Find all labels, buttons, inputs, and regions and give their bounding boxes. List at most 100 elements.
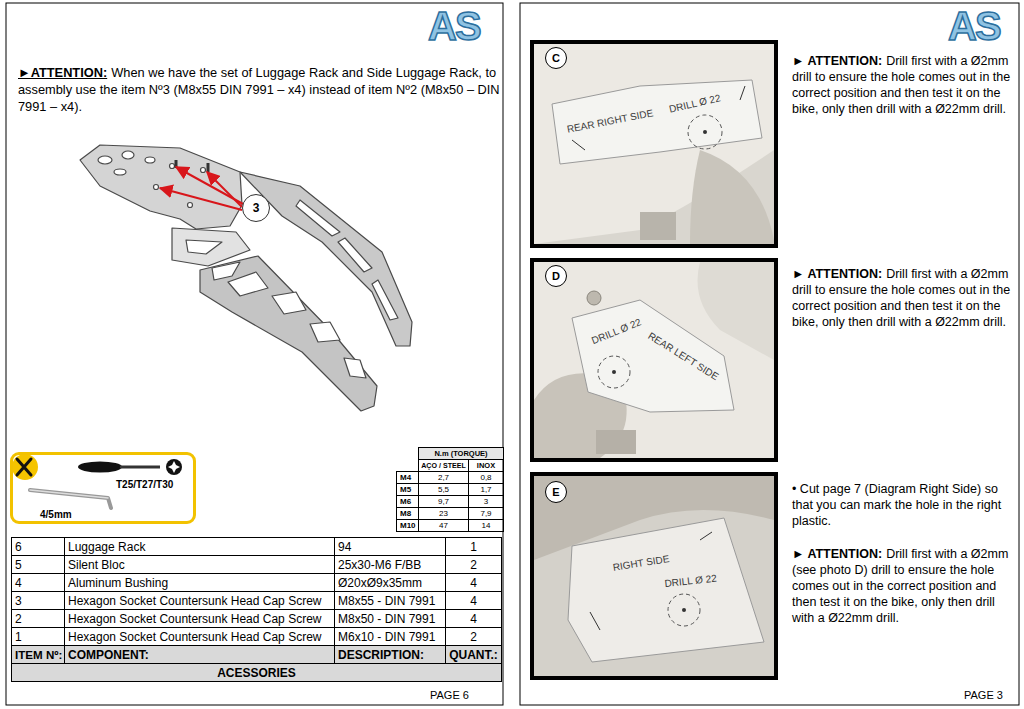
node-text: E <box>552 486 559 498</box>
tool-box: T25/T27/T30 4/5mm <box>10 452 196 524</box>
instruction: ► ATTENTION:Drill first with a Ø2mm (see… <box>792 546 1014 626</box>
logo: AS <box>428 4 480 48</box>
cell-text: 25x30-M6 F/BB <box>338 558 421 572</box>
cell-text: M6 <box>400 497 411 506</box>
table-header: QUANT.: <box>445 645 502 664</box>
photo-letter: D <box>545 265 567 287</box>
cell-text: 1 <box>15 630 22 644</box>
table-cell: 4 <box>445 591 502 610</box>
cell-text: Hexagon Socket Countersunk Head Cap Scre… <box>68 630 321 644</box>
cell-text: 4 <box>470 594 477 608</box>
photo-letter: C <box>545 47 567 69</box>
cell-text: Aluminum Bushing <box>68 576 168 590</box>
table-cell: M8x50 - DIN 7991 <box>334 609 446 628</box>
cell-text: Hexagon Socket Countersunk Head Cap Scre… <box>68 612 321 626</box>
cell-text: 5 <box>15 558 22 572</box>
node-text: 3 <box>253 201 260 215</box>
cell-text: M8x50 - DIN 7991 <box>338 612 435 626</box>
table-cell: 25x30-M6 F/BB <box>334 555 446 574</box>
cell-text: M8x55 - DIN 7991 <box>338 594 435 608</box>
label-text: AS <box>948 4 1000 48</box>
table-cell: 3 <box>11 591 65 610</box>
cell-text: COMPONENT: <box>68 648 149 662</box>
attention-heading: ► ATTENTION: <box>792 267 882 281</box>
label-text: AS <box>428 4 480 48</box>
cell-text: 9,7 <box>438 497 449 506</box>
cell-text: 3 <box>15 594 22 608</box>
table-cell: 1 <box>445 537 502 556</box>
table-header: DESCRIPTION: <box>334 645 446 664</box>
cell-text: AÇO / STEEL <box>421 462 466 470</box>
cell-text: M5 <box>400 485 411 494</box>
callout-number: 3 <box>242 194 270 222</box>
cell-text: 3 <box>484 497 488 506</box>
table-cell: M8x55 - DIN 7991 <box>334 591 446 610</box>
photo-letter: E <box>545 481 567 503</box>
cell-text: 2 <box>470 630 477 644</box>
cell-text: 1 <box>470 540 477 554</box>
cell-text: 5,5 <box>438 485 449 494</box>
table-header: COMPONENT: <box>64 645 335 664</box>
table-cell: Hexagon Socket Countersunk Head Cap Scre… <box>64 627 335 646</box>
cell-text: 2 <box>470 558 477 572</box>
cell-text: DESCRIPTION: <box>338 648 424 662</box>
table-cell: Aluminum Bushing <box>64 573 335 592</box>
cell-text: M6x10 - DIN 7991 <box>338 630 435 644</box>
torque-cell: 47 <box>418 519 469 532</box>
table-cell: Hexagon Socket Countersunk Head Cap Scre… <box>64 609 335 628</box>
attention-heading: ► ATTENTION: <box>792 547 882 561</box>
cell-text: 1,7 <box>480 485 491 494</box>
cell-text: 4 <box>15 576 22 590</box>
cell-text: ACESSORIES <box>217 666 296 680</box>
logo: AS <box>948 4 1000 48</box>
cell-text: ITEM Nº: <box>15 648 62 661</box>
torque-cell: 14 <box>468 519 504 532</box>
table-cell: 2 <box>11 609 65 628</box>
torque-cell: M10 <box>396 519 419 532</box>
page-number: PAGE 3 <box>964 688 1003 702</box>
cell-text: Hexagon Socket Countersunk Head Cap Scre… <box>68 594 321 608</box>
node-text: D <box>552 270 560 282</box>
cell-text: 4 <box>470 612 477 626</box>
table-cell: 5 <box>11 555 65 574</box>
instruction: ► ATTENTION:Drill first with a Ø2mm dril… <box>792 53 1014 117</box>
cell-text: 4 <box>470 576 477 590</box>
cell-text: Ø20xØ9x35mm <box>338 576 422 590</box>
label-text: PAGE 6 <box>430 689 469 701</box>
table-cell: 4 <box>445 609 502 628</box>
label-text: PAGE 3 <box>964 689 1003 701</box>
cell-text: INOX <box>477 461 495 470</box>
cell-text: M8 <box>400 509 411 518</box>
cell-text: 23 <box>439 509 448 518</box>
cell-text: 0,8 <box>480 473 491 482</box>
node-text: C <box>552 52 560 64</box>
cell-text: Luggage Rack <box>68 540 145 554</box>
instruction: • Cut page 7 (Diagram Right Side) so tha… <box>792 481 1014 529</box>
cell-text: QUANT.: <box>449 648 498 662</box>
cell-text: 47 <box>439 521 448 530</box>
cell-text: M10 <box>400 521 416 530</box>
table-cell: 6 <box>11 537 65 556</box>
table-cell: 4 <box>11 573 65 592</box>
cell-text: M4 <box>400 473 411 482</box>
attention-heading: ► ATTENTION: <box>792 54 882 68</box>
table-cell: Luggage Rack <box>64 537 335 556</box>
cell-text: 14 <box>482 521 491 530</box>
table-cell: M6x10 - DIN 7991 <box>334 627 446 646</box>
table-cell: 2 <box>445 555 502 574</box>
attention-heading: ►ATTENTION: <box>18 65 107 80</box>
table-cell: Ø20xØ9x35mm <box>334 573 446 592</box>
table-cell: Hexagon Socket Countersunk Head Cap Scre… <box>64 591 335 610</box>
table-cell: 4 <box>445 573 502 592</box>
cell-text: 7,9 <box>480 509 491 518</box>
node-text: 4/5mm <box>40 509 72 521</box>
node-text: T25/T27/T30 <box>116 479 173 491</box>
cell-text: 2 <box>15 612 22 626</box>
cell-text: 6 <box>15 540 22 554</box>
cell-text: N.m (TORQUE) <box>434 449 487 458</box>
label-text: • Cut page 7 (Diagram Right Side) so tha… <box>792 482 1001 528</box>
table-title: ACESSORIES <box>11 663 502 682</box>
table-cell: 2 <box>445 627 502 646</box>
cell-text: 2,7 <box>438 473 449 482</box>
